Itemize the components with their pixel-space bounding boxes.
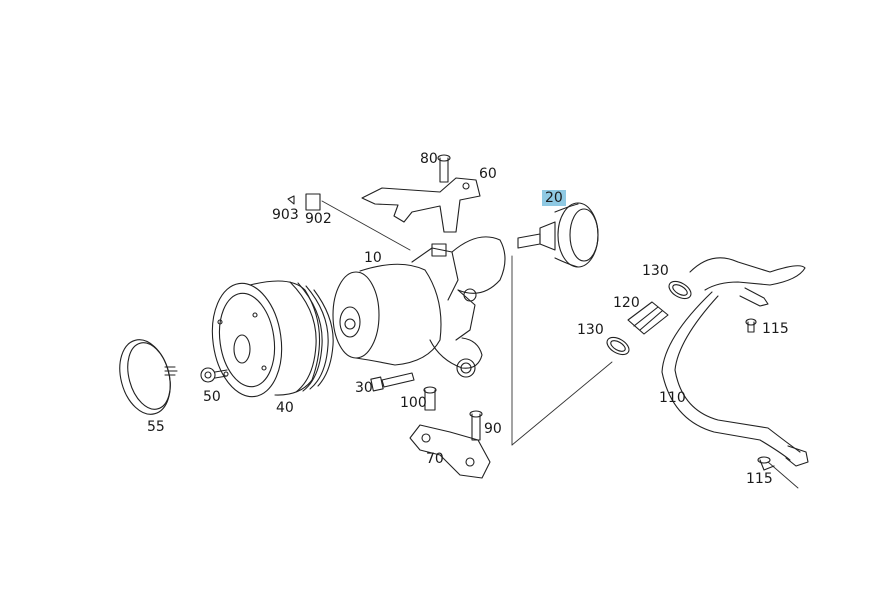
connector-120 bbox=[627, 301, 669, 335]
callout-130-upper: 130 bbox=[642, 263, 669, 279]
screw-115-upper bbox=[745, 318, 757, 333]
fittings-902-903 bbox=[287, 193, 321, 211]
callout-100: 100 bbox=[400, 395, 427, 411]
bolt-30 bbox=[370, 372, 415, 392]
callout-70: 70 bbox=[426, 451, 444, 467]
callout-40: 40 bbox=[276, 400, 294, 416]
callout-110: 110 bbox=[659, 390, 686, 406]
callout-115-upper: 115 bbox=[762, 321, 789, 337]
power-steering-pump bbox=[332, 236, 506, 378]
hose-clamp-upper bbox=[668, 280, 692, 300]
screw-115-lower bbox=[757, 456, 775, 471]
hose-clamp-lower bbox=[606, 336, 630, 356]
callout-20-highlighted[interactable]: 20 bbox=[542, 190, 566, 206]
callout-60: 60 bbox=[479, 166, 497, 182]
callout-30: 30 bbox=[355, 380, 373, 396]
screw-90 bbox=[469, 410, 483, 441]
bracket-70 bbox=[409, 424, 491, 479]
callout-120: 120 bbox=[613, 295, 640, 311]
callout-115-lower: 115 bbox=[746, 471, 773, 487]
callout-80: 80 bbox=[420, 151, 438, 167]
callout-903: 903 bbox=[272, 207, 299, 223]
bracket-60 bbox=[361, 177, 481, 233]
callout-90: 90 bbox=[484, 421, 502, 437]
callout-902: 902 bbox=[305, 211, 332, 227]
callout-55: 55 bbox=[147, 419, 165, 435]
reservoir bbox=[517, 202, 599, 268]
bolt-80 bbox=[437, 154, 451, 183]
pulley bbox=[211, 280, 334, 398]
callout-50: 50 bbox=[203, 389, 221, 405]
leader-lines bbox=[321, 200, 799, 489]
callout-130-lower: 130 bbox=[577, 322, 604, 338]
callout-10: 10 bbox=[364, 250, 382, 266]
screw-100 bbox=[423, 386, 437, 411]
cover-cap bbox=[119, 339, 178, 415]
hose-110 bbox=[661, 257, 809, 467]
